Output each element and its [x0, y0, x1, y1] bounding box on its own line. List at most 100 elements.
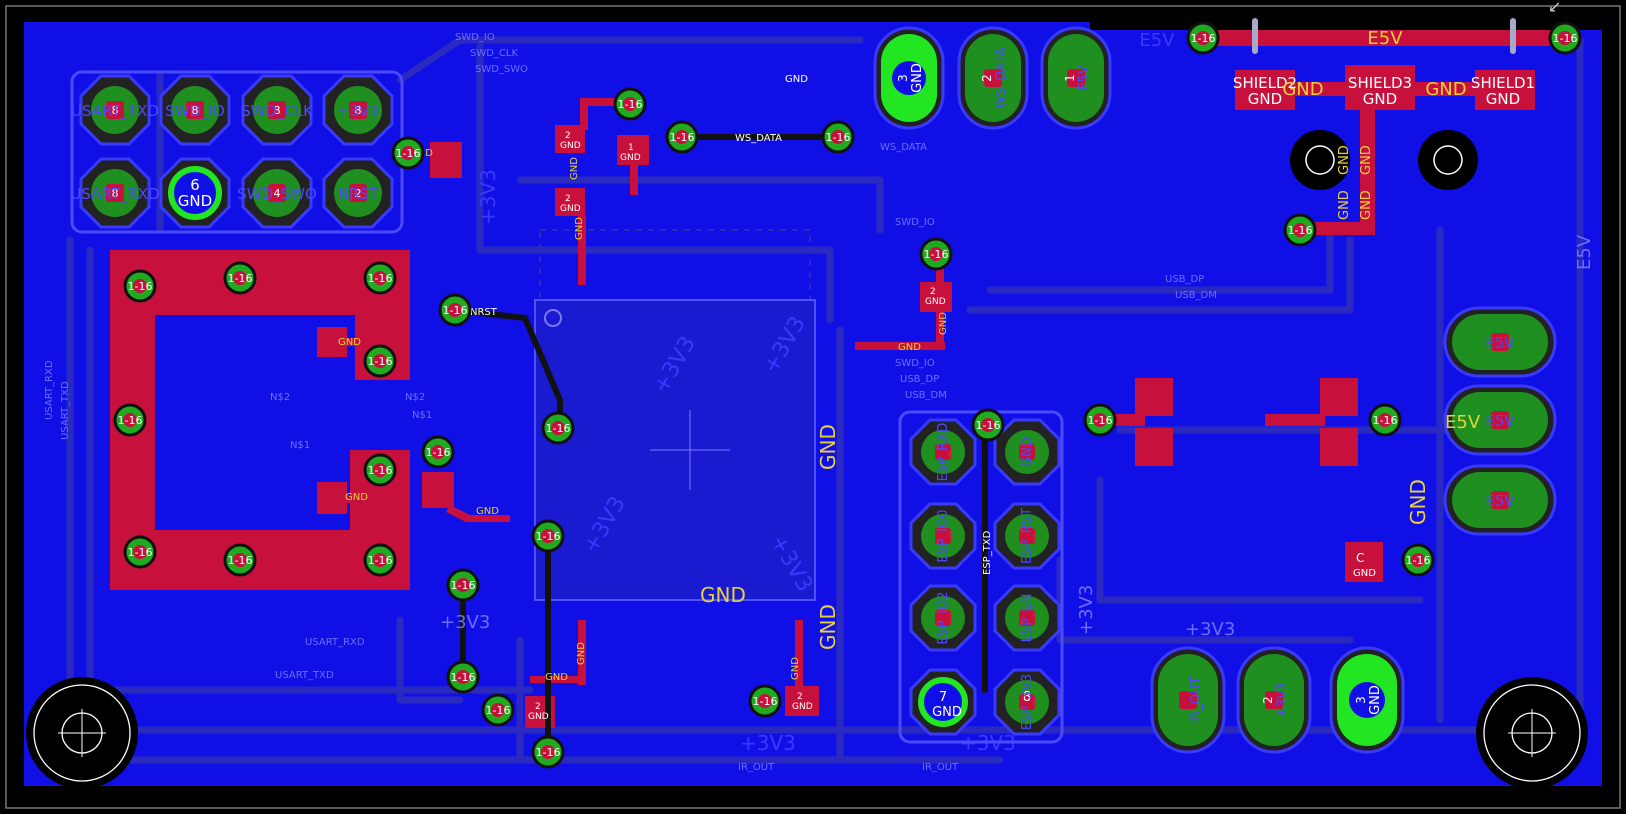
power-pin-label: E5V — [1485, 412, 1515, 430]
cap-f — [422, 472, 454, 508]
via-label: 1-16 — [368, 272, 393, 285]
svg-text:GND: GND — [925, 297, 946, 307]
via: 1-16 — [1283, 213, 1317, 247]
via: 1-16 — [223, 543, 257, 577]
usb-shield2: SHIELD2 — [1233, 74, 1297, 92]
lbl-ws-data: WS_DATA — [880, 142, 927, 153]
via: 1-16 — [748, 684, 782, 718]
lbl-n1: N$1 — [412, 410, 432, 421]
lbl-e5v-ldo: E5V — [1445, 412, 1481, 433]
mcu-pin1-mark — [544, 309, 562, 327]
lbl-ws-data-trace: WS_DATA — [735, 133, 782, 144]
via: 1-16 — [363, 261, 397, 295]
usb-shield3-gnd: GND — [1363, 90, 1397, 108]
esp-pin-label: ESP_RST — [1020, 508, 1035, 564]
via-label: 1-16 — [451, 671, 476, 684]
corner-arrow-icon: ↙ — [1548, 0, 1561, 16]
led-pad-c — [1345, 542, 1383, 582]
lbl-3v3-left: +3V3 — [440, 612, 490, 633]
lbl-swd-io: SWD_IO — [455, 32, 495, 43]
cap-i — [1135, 378, 1173, 416]
via-label: 1-16 — [1088, 414, 1113, 427]
lbl-gnd-top: GND — [785, 74, 808, 85]
mcu-gnd-bottom-right: GND — [816, 604, 840, 650]
usb-shield1-gnd: GND — [1486, 90, 1520, 108]
header-pin-label: GND — [178, 192, 212, 210]
mcu-chip: GND GND GND +3V3 +3V3 +3V3 +3V3 +3V3 +3V… — [476, 169, 1016, 755]
e5v-bus — [1190, 30, 1570, 46]
esp-pin-esp-io0: ESP_IO0 — [909, 502, 977, 570]
via-label: 1-16 — [618, 98, 643, 111]
via: 1-16 — [613, 87, 647, 121]
via-label: 1-16 — [128, 546, 153, 559]
bottom-conn-pin--3v3: 2+3V3 — [1236, 646, 1312, 754]
bottom-conn-pin-ir-out: IR_OUT — [1150, 646, 1226, 754]
cap-k — [1320, 378, 1358, 416]
via-label: 1-16 — [426, 446, 451, 459]
lbl-3v3-usb: +3V3 — [1185, 619, 1235, 640]
lbl-n2-b: N$2 — [270, 392, 290, 403]
esp-pin-esp-en: ESP_EN — [993, 584, 1061, 652]
lbl-3v3-esp: +3V3 — [1076, 585, 1097, 635]
lbl-usart-rxd: USART_RXD — [305, 637, 365, 648]
usb-gnd-b: GND — [1425, 79, 1466, 100]
via-label: 1-16 — [118, 414, 143, 427]
vias: 1-16 1-16 1-16 1-16 1-16 1-16 1-16 1-16 1-16 1-16… — [113, 21, 1582, 769]
via: 1-16 — [481, 693, 515, 727]
via: 1-16 — [391, 136, 425, 170]
lbl-usb-dm: USB_DM — [1175, 290, 1217, 301]
bottom-conn-label: GND — [1368, 685, 1383, 715]
lbl-n1-b: N$1 — [290, 440, 310, 451]
via-label: 1-16 — [451, 579, 476, 592]
bottom-conn-label: IR_OUT — [1189, 676, 1204, 723]
via: 1-16 — [363, 453, 397, 487]
trace-cap-c — [630, 165, 638, 195]
usb-mount-hole-right-ring — [1433, 145, 1463, 175]
via-label: 1-16 — [924, 248, 949, 261]
lbl-gnd-xtal-1: GND — [338, 337, 361, 348]
via: 1-16 — [446, 568, 480, 602]
mcu-3v3-g: +3V3 — [476, 169, 500, 225]
via-label: 1-16 — [546, 422, 571, 435]
trace-ldo-right — [1265, 414, 1325, 426]
svg-text:1: 1 — [628, 143, 634, 153]
via-label: 1-16 — [396, 147, 421, 160]
esp-pin-esp-io2: ESP_IO2 — [909, 584, 977, 652]
svg-text:2: 2 — [535, 702, 541, 712]
usb-gnd-v3: GND — [1337, 190, 1352, 220]
lbl-usart-rxd-v: USART_RXD — [44, 360, 55, 420]
net-labels: SWD_IO SWD_CLK SWD_SWO WS_DATA GND SWD_I… — [44, 32, 1595, 773]
via-label: 1-16 — [486, 704, 511, 717]
via-label: 1-16 — [1191, 32, 1216, 45]
svg-text:2: 2 — [565, 194, 571, 204]
cap-d — [430, 142, 462, 178]
lbl-gnd-cap-f: GND — [476, 506, 499, 517]
cap-c — [617, 135, 649, 165]
via: 1-16 — [438, 293, 472, 327]
usb-shield3: SHIELD3 — [1348, 74, 1412, 92]
lbl-gnd-cap-g: GND — [545, 672, 568, 683]
lbl-ir-out-2: IR_OUT — [922, 762, 959, 773]
via: 1-16 — [919, 237, 953, 271]
via-label: 1-16 — [443, 304, 468, 317]
mount-hole-left — [26, 677, 138, 789]
usb-connector: SHIELD2 GND SHIELD3 GND SHIELD1 GND GND … — [1139, 18, 1535, 220]
via-label: 1-16 — [368, 464, 393, 477]
via-label: 1-16 — [1406, 554, 1431, 567]
lbl-usb-dm-2: USB_DM — [905, 390, 947, 401]
svg-text:2: 2 — [930, 287, 936, 297]
via-label: 1-16 — [228, 554, 253, 567]
usb-gnd-v1: GND — [1337, 145, 1352, 175]
svg-text:GND: GND — [560, 141, 581, 151]
via-label: 1-16 — [1373, 414, 1398, 427]
svg-text:GND: GND — [560, 204, 581, 214]
lbl-gnd-mcu-b: GND — [576, 642, 587, 665]
trace-xtal-2 — [340, 495, 370, 503]
mcu-gnd-bottom: GND — [700, 583, 746, 607]
bottom-conn-label: +3V3 — [1275, 682, 1290, 718]
